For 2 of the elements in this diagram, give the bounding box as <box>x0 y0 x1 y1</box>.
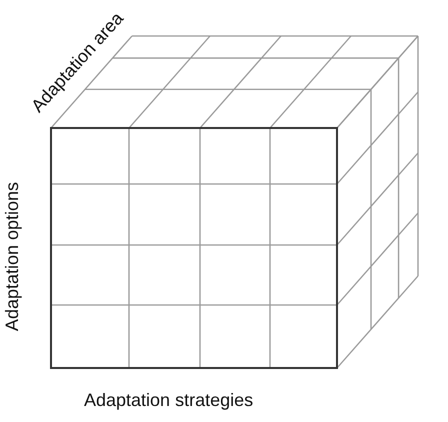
axis-label: Adaptation strategies <box>84 390 254 411</box>
axis-label: Adaptation options <box>2 182 24 332</box>
